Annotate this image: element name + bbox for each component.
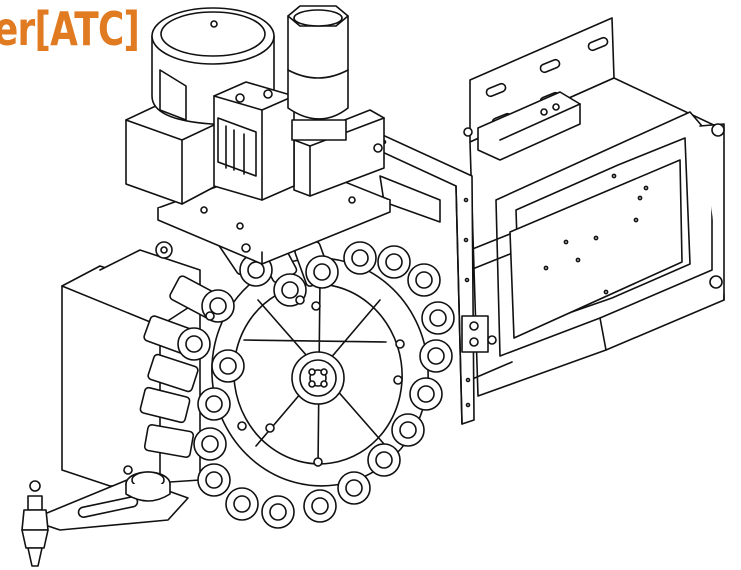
tool-pocket	[367, 443, 401, 477]
frame-slot-top-1	[485, 82, 507, 98]
tool-pocket	[337, 471, 371, 505]
tool-holder	[21, 480, 49, 567]
tool-pocket	[343, 241, 377, 275]
tool-pocket	[147, 349, 245, 393]
servo-motor	[213, 81, 295, 201]
tool-pocket	[143, 315, 211, 361]
tool-pockets	[139, 228, 455, 529]
tool-pocket	[139, 386, 231, 424]
tool-pocket	[421, 301, 455, 335]
tool-pocket	[407, 263, 441, 297]
tool-pocket	[261, 495, 295, 529]
tool-pocket	[225, 487, 259, 521]
frame-slot-top-2	[539, 58, 561, 74]
tool-pocket	[303, 489, 337, 523]
tool-pocket	[377, 245, 411, 279]
tall-motor	[287, 5, 349, 141]
figure-title: er[ATC]	[0, 2, 140, 56]
tool-pocket	[409, 377, 443, 411]
tool-pocket	[197, 463, 231, 497]
tool-pocket	[391, 413, 425, 447]
tool-pocket	[419, 339, 453, 373]
swing-arm	[29, 471, 189, 531]
support-plate	[375, 131, 497, 425]
frame-slot-top-3	[587, 36, 609, 52]
tool-pocket	[143, 424, 227, 461]
slide-frame	[463, 17, 725, 397]
fasteners	[123, 143, 405, 475]
